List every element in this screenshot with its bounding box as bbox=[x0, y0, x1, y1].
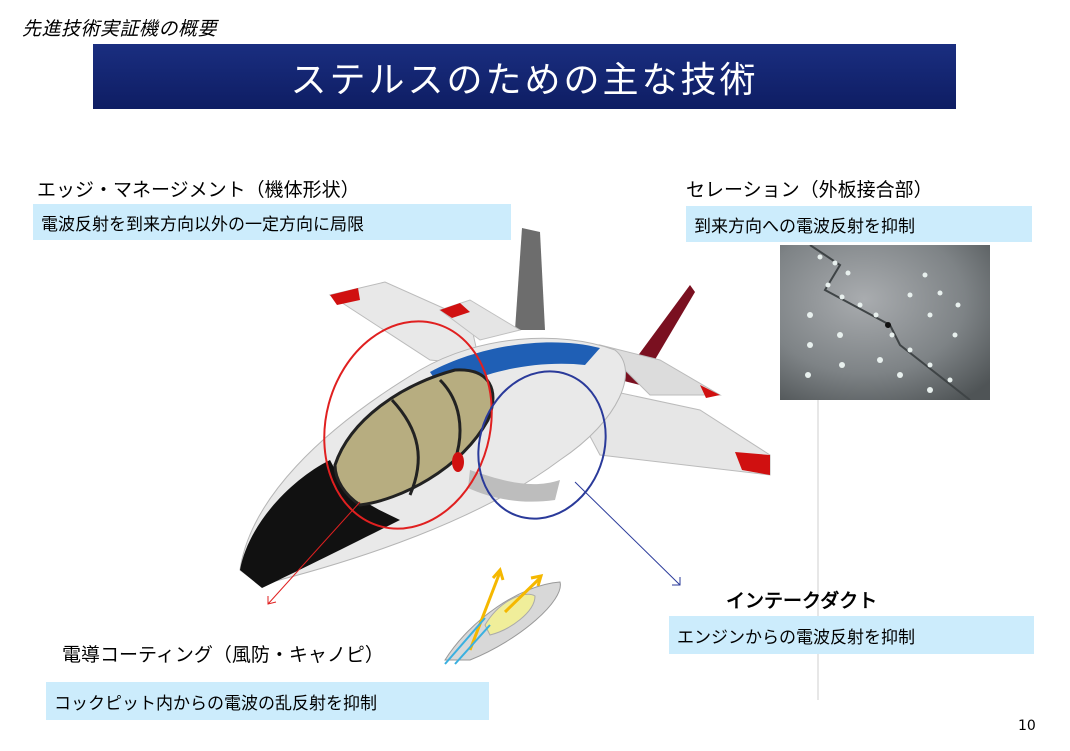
left-stab-tip bbox=[440, 303, 470, 318]
serration-desc: 到来方向への電波反射を抑制 bbox=[686, 206, 1032, 242]
intake-duct-desc: エンジンからの電波反射を抑制 bbox=[669, 616, 1034, 654]
coating-label: 電導コーティング（風防・キャノピ） bbox=[62, 644, 384, 666]
slide-subtitle: 先進技術実証機の概要 bbox=[22, 18, 218, 40]
vertical-tail bbox=[515, 228, 545, 330]
red-leader-line bbox=[267, 501, 361, 605]
edge-management-label: エッジ・マネージメント（機体形状） bbox=[37, 179, 360, 201]
serration-label: セレーション（外板接合部） bbox=[686, 179, 933, 201]
coating-desc: コックピット内からの電波の乱反射を抑制 bbox=[46, 682, 489, 720]
intake-duct-label: インテークダクト bbox=[726, 590, 878, 612]
serration-photo bbox=[780, 245, 990, 400]
title-bar: ステルスのための主な技術 bbox=[93, 44, 956, 109]
canopy-frame-2 bbox=[438, 378, 462, 461]
black-nose bbox=[240, 460, 400, 588]
blue-leader-line bbox=[574, 481, 681, 586]
intake-lip bbox=[468, 470, 560, 502]
canopy-frame-1 bbox=[390, 398, 420, 496]
right-wing-tip bbox=[735, 452, 770, 475]
blue-stripe bbox=[430, 342, 600, 395]
slide-title: ステルスのための主な技術 bbox=[290, 59, 759, 101]
left-wing-tip bbox=[330, 288, 360, 305]
edge-management-desc: 電波反射を到来方向以外の一定方向に局限 bbox=[33, 204, 511, 240]
red-highlight-ellipse bbox=[323, 320, 493, 530]
right-stab-tip bbox=[700, 385, 720, 398]
canopy-reflection-diagram bbox=[444, 566, 561, 665]
page-number: 10 bbox=[1018, 718, 1036, 734]
blue-highlight-ellipse bbox=[477, 370, 607, 520]
roundel bbox=[452, 452, 464, 472]
